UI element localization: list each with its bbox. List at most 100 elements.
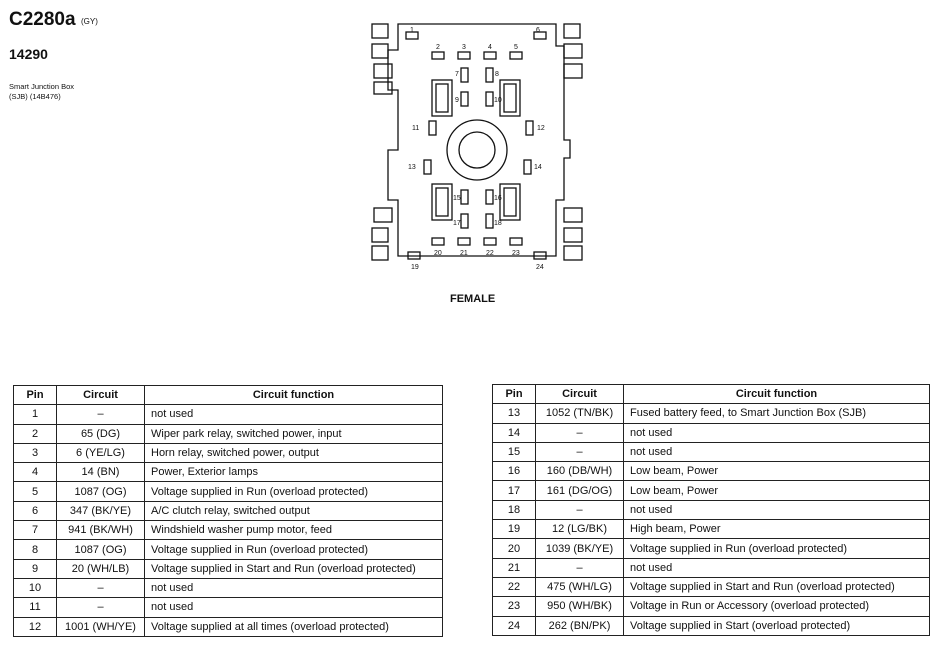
column-header-function: Circuit function <box>144 384 443 406</box>
table-row: 10–not used <box>13 577 443 599</box>
circuit-cell: 347 (BK/YE) <box>56 500 145 522</box>
pin-number-label: 21 <box>460 250 468 257</box>
pin-number-label: 8 <box>495 71 499 78</box>
part-number: 14290 <box>9 46 48 62</box>
left-latch-tab <box>371 23 389 39</box>
circuit-cell: – <box>535 422 624 443</box>
pin-cell: 13 <box>492 403 536 424</box>
pin-cell: 3 <box>13 442 57 464</box>
terminal-cavity <box>460 213 469 229</box>
pin-number-label: 1 <box>410 27 414 34</box>
terminal-cavity <box>485 213 494 229</box>
pin-cell: 6 <box>13 500 57 522</box>
circuit-cell: 1039 (BK/YE) <box>535 538 624 559</box>
column-header-function: Circuit function <box>623 383 930 405</box>
circuit-cell: – <box>56 577 145 599</box>
view-label: FEMALE <box>450 293 496 305</box>
connector-face-diagram: 1 2 3 4 5 6 7 8 9 10 11 12 13 14 15 16 1… <box>371 23 583 271</box>
circuit-cell: 20 (WH/LB) <box>56 558 145 579</box>
circuit-cell: – <box>56 597 145 618</box>
pin-number-label: 12 <box>537 125 545 132</box>
terminal-cavity <box>509 51 523 60</box>
terminal-cavity <box>460 189 469 205</box>
left-latch-tab <box>371 245 389 261</box>
function-cell: Voltage supplied in Start and Run (overl… <box>144 558 443 579</box>
pin-number-label: 6 <box>536 27 540 34</box>
function-cell: Power, Exterior lamps <box>144 462 443 483</box>
pin-number-label: 2 <box>436 44 440 51</box>
function-cell: not used <box>144 577 443 599</box>
terminal-cavity <box>405 31 419 40</box>
description-line-1: Smart Junction Box <box>9 82 75 91</box>
table-row: 15–not used <box>492 441 930 463</box>
function-cell: A/C clutch relay, switched output <box>144 500 443 522</box>
function-cell: High beam, Power <box>623 519 930 540</box>
pin-cell: 19 <box>492 519 536 540</box>
terminal-cavity <box>483 237 497 246</box>
function-cell: Low beam, Power <box>623 480 930 501</box>
table-row: 11–not used <box>13 597 443 618</box>
pin-cell: 14 <box>492 422 536 443</box>
relay-cavity <box>435 83 449 113</box>
terminal-cavity <box>533 31 547 40</box>
left-latch-tab <box>373 63 393 79</box>
function-cell: not used <box>623 441 930 463</box>
terminal-cavity <box>485 91 494 107</box>
circuit-cell: 262 (BN/PK) <box>535 615 624 636</box>
pin-number-label: 9 <box>455 97 459 104</box>
function-cell: Fused battery feed, to Smart Junction Bo… <box>623 403 930 424</box>
pin-number-label: 7 <box>455 71 459 78</box>
pin-cell: 24 <box>492 615 536 636</box>
circuit-cell: 1001 (WH/YE) <box>56 616 145 637</box>
circuit-cell: – <box>535 557 624 578</box>
table-header-row: Pin Circuit Circuit function <box>492 383 930 405</box>
right-latch-tab <box>563 43 583 59</box>
right-latch-tab <box>563 23 581 39</box>
function-cell: not used <box>144 404 443 425</box>
pin-number-label: 10 <box>494 97 502 104</box>
circuit-cell: 950 (WH/BK) <box>535 596 624 617</box>
function-cell: Voltage supplied in Run (overload protec… <box>623 538 930 559</box>
terminal-cavity <box>457 51 471 60</box>
pin-cell: 12 <box>13 616 57 637</box>
pin-number-label: 17 <box>453 220 461 227</box>
connector-color: (GY) <box>81 17 98 26</box>
table-header-row: Pin Circuit Circuit function <box>13 384 443 406</box>
circuit-cell: – <box>535 499 624 521</box>
function-cell: Voltage supplied in Run (overload protec… <box>144 539 443 560</box>
terminal-cavity <box>423 159 432 175</box>
circuit-cell: – <box>56 404 145 425</box>
table-row: 18–not used <box>492 499 930 521</box>
relay-cavity <box>431 79 453 117</box>
terminal-cavity <box>533 251 547 260</box>
circuit-cell: 65 (DG) <box>56 423 145 444</box>
pin-cell: 5 <box>13 481 57 502</box>
function-cell: Low beam, Power <box>623 461 930 482</box>
pin-cell: 22 <box>492 576 536 598</box>
column-header-circuit: Circuit <box>535 383 624 405</box>
circuit-cell: 1087 (OG) <box>56 539 145 560</box>
function-cell: not used <box>144 597 443 618</box>
function-cell: Voltage supplied in Start (overload prot… <box>623 615 930 636</box>
function-cell: Wiper park relay, switched power, input <box>144 423 443 444</box>
terminal-cavity <box>525 120 534 136</box>
circuit-cell: – <box>535 441 624 463</box>
pin-number-label: 22 <box>486 250 494 257</box>
terminal-cavity <box>485 189 494 205</box>
terminal-cavity <box>457 237 471 246</box>
column-header-circuit: Circuit <box>56 384 145 406</box>
right-latch-tab <box>563 227 583 243</box>
pin-number-label: 5 <box>514 44 518 51</box>
table-row: 1–not used <box>13 404 443 425</box>
pin-number-label: 24 <box>536 264 544 271</box>
pin-cell: 8 <box>13 539 57 560</box>
table-row: 14–not used <box>492 422 930 443</box>
